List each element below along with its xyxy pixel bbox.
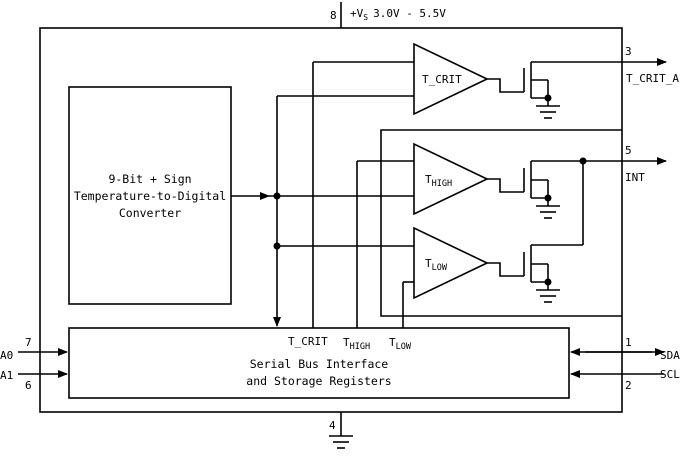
tlow-drive-line [487, 262, 524, 277]
junction-dot [273, 242, 281, 250]
pin-tcrit-a-label: T_CRIT_A [626, 72, 679, 85]
junction-dot [579, 157, 587, 165]
comparator-thigh [413, 142, 489, 216]
adc-label-line2: Temperature-to-Digital [74, 189, 226, 203]
pin-6-number: 6 [25, 379, 32, 392]
serial-block [68, 327, 570, 399]
pin-3-number: 3 [625, 45, 632, 58]
comparator-tcrit-label: T_CRIT [422, 73, 462, 86]
pin-1-number: 1 [625, 336, 632, 349]
junction-dot [273, 192, 281, 200]
register-tcrit-label: T_CRIT [288, 335, 328, 348]
adc-label-line1: 9-Bit + Sign [108, 172, 191, 186]
pin-scl-label: SCL [660, 368, 680, 381]
pin-int-label: INT [625, 171, 645, 184]
comparator-tlow-label: TLOW [425, 257, 448, 273]
transistor-tcrit [523, 61, 560, 119]
int-feedback-loop [380, 129, 622, 317]
register-thigh-label: THIGH [343, 336, 370, 352]
adc-label-line3: Converter [119, 206, 181, 220]
serial-label-line1: Serial Bus Interface [250, 357, 389, 371]
pin-sda-label: SDA [660, 349, 680, 362]
junction-dot [544, 94, 552, 102]
supply-pin-number: 8 [330, 9, 337, 22]
thigh-drive-line [487, 178, 524, 193]
junction-dot [544, 194, 552, 202]
comparator-tlow [413, 226, 489, 300]
ground-pin-number: 4 [329, 419, 336, 432]
register-tlow-label: TLOW [389, 336, 412, 352]
pin-a1-label: A1 [0, 369, 13, 382]
chip-outline [39, 27, 623, 413]
serial-label-line2: and Storage Registers [246, 374, 391, 388]
pin-7-number: 7 [25, 336, 32, 349]
comparator-thigh-label: THIGH [425, 173, 452, 189]
comparator-tcrit [413, 42, 489, 116]
pin-5-number: 5 [625, 144, 632, 157]
tcrit-drive-line [487, 78, 524, 93]
pin-a0-label: A0 [0, 349, 13, 362]
transistor-thigh [523, 160, 560, 219]
ground-symbol [329, 412, 353, 449]
pin-2-number: 2 [625, 379, 632, 392]
transistor-tlow [523, 244, 560, 303]
junction-dot [544, 278, 552, 286]
